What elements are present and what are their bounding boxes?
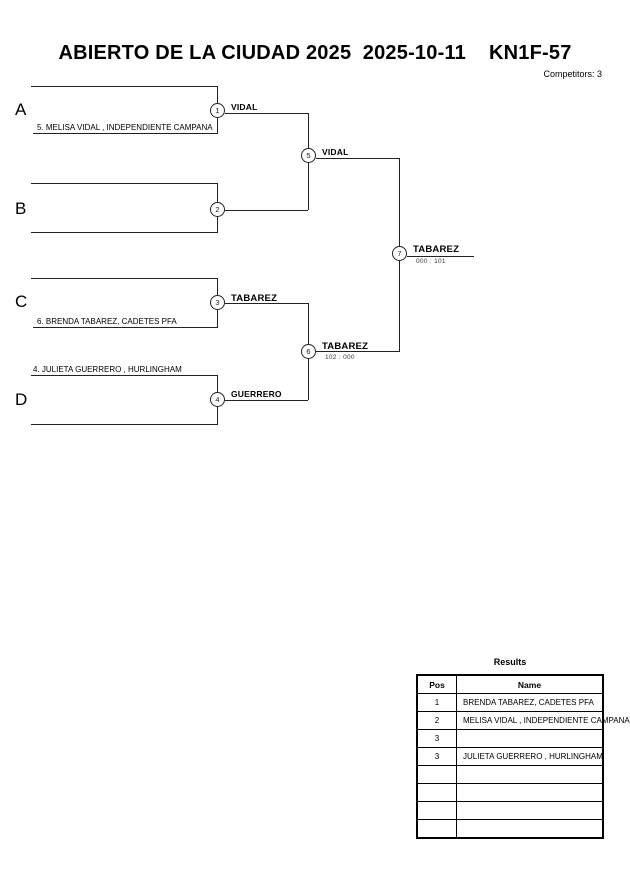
result-name: [456, 819, 603, 838]
match-7-score: 000 : 101: [416, 258, 446, 265]
slot-line-b-bottom: [31, 232, 218, 233]
match-2-out-line: [225, 210, 308, 211]
group-letter-c: C: [15, 292, 28, 311]
match-6-score: 102 : 000: [325, 354, 355, 361]
match-5-winner: VIDAL: [322, 147, 349, 157]
group-letter-b: B: [15, 199, 27, 218]
slot-line-a-bottom: [33, 133, 218, 134]
slot-name-c-bottom: 6. BRENDA TABAREZ, CADETES PFA: [37, 317, 177, 326]
slot-line-b-top: [31, 183, 218, 184]
slot-name-a-bottom: 5. MELISA VIDAL , INDEPENDIENTE CAMPANA: [37, 123, 213, 132]
results-caption: Results: [493, 657, 527, 667]
table-header-row: Pos Name: [417, 675, 603, 694]
column-header-pos: Pos: [417, 675, 457, 694]
match-3-out-line: [225, 303, 308, 304]
table-row[interactable]: [417, 801, 603, 820]
group-letter-d: D: [15, 390, 28, 409]
match-6-winner: TABAREZ: [322, 341, 369, 352]
match-5-out-line: [316, 158, 400, 159]
result-name-text: MELISA VIDAL , INDEPENDIENTE CAMPANA: [463, 716, 630, 725]
match-7-winner: TABAREZ: [413, 244, 460, 255]
match-4-winner: GUERRERO: [231, 389, 282, 399]
competitors-count: Competitors: 3: [543, 69, 602, 79]
match-3-winner: TABAREZ: [231, 293, 278, 304]
result-name-text: JULIETA GUERRERO , HURLINGHAM: [463, 752, 603, 761]
result-name: [456, 765, 603, 784]
table-row[interactable]: [417, 783, 603, 802]
page-title: ABIERTO DE LA CIUDAD 2025 2025-10-11 KN1…: [58, 42, 572, 64]
table-row[interactable]: [417, 819, 603, 838]
group-letter-a: A: [15, 100, 27, 119]
match-node-5[interactable]: 5: [301, 148, 316, 163]
result-pos: [417, 765, 457, 784]
result-name: [456, 729, 603, 748]
match-node-4[interactable]: 4: [210, 392, 225, 407]
match-node-2[interactable]: 2: [210, 202, 225, 217]
slot-line-d-top: [31, 375, 218, 376]
match-node-1[interactable]: 1: [210, 103, 225, 118]
match-node-3[interactable]: 3: [210, 295, 225, 310]
table-row[interactable]: 2 MELISA VIDAL , INDEPENDIENTE CAMPANA: [417, 711, 630, 730]
result-name-text: BRENDA TABAREZ, CADETES PFA: [463, 698, 594, 707]
match-node-7[interactable]: 7: [392, 246, 407, 261]
result-name: [456, 783, 603, 802]
result-pos: 3: [417, 729, 457, 748]
table-row[interactable]: 3 JULIETA GUERRERO , HURLINGHAM: [417, 747, 603, 766]
table-row[interactable]: 3: [417, 729, 603, 748]
result-pos: 2: [417, 711, 457, 730]
column-header-name: Name: [456, 675, 603, 694]
results-table: Pos Name 1 BRENDA TABAREZ, CADETES PFA 2…: [417, 675, 630, 838]
table-row[interactable]: 1 BRENDA TABAREZ, CADETES PFA: [417, 693, 603, 712]
match-1-out-line: [225, 113, 308, 114]
slot-line-a-top: [31, 86, 218, 87]
result-pos: 1: [417, 693, 457, 712]
result-pos: 3: [417, 747, 457, 766]
champion-line: [407, 256, 474, 257]
result-name: [456, 801, 603, 820]
match-node-6[interactable]: 6: [301, 344, 316, 359]
match-6-out-line: [316, 351, 400, 352]
slot-line-c-bottom: [33, 327, 218, 328]
slot-line-c-top: [31, 278, 218, 279]
table-row[interactable]: [417, 765, 603, 784]
result-name: MELISA VIDAL , INDEPENDIENTE CAMPANA: [456, 711, 630, 730]
results-table-container: Pos Name 1 BRENDA TABAREZ, CADETES PFA 2…: [416, 674, 630, 839]
match-4-out-line: [225, 400, 308, 401]
match-1-winner: VIDAL: [231, 102, 258, 112]
result-pos: [417, 819, 457, 838]
result-pos: [417, 783, 457, 802]
result-name: JULIETA GUERRERO , HURLINGHAM: [456, 747, 603, 766]
result-name: BRENDA TABAREZ, CADETES PFA: [456, 693, 603, 712]
slot-name-d-top: 4. JULIETA GUERRERO , HURLINGHAM: [33, 365, 182, 374]
result-pos: [417, 801, 457, 820]
slot-line-d-bottom: [31, 424, 218, 425]
